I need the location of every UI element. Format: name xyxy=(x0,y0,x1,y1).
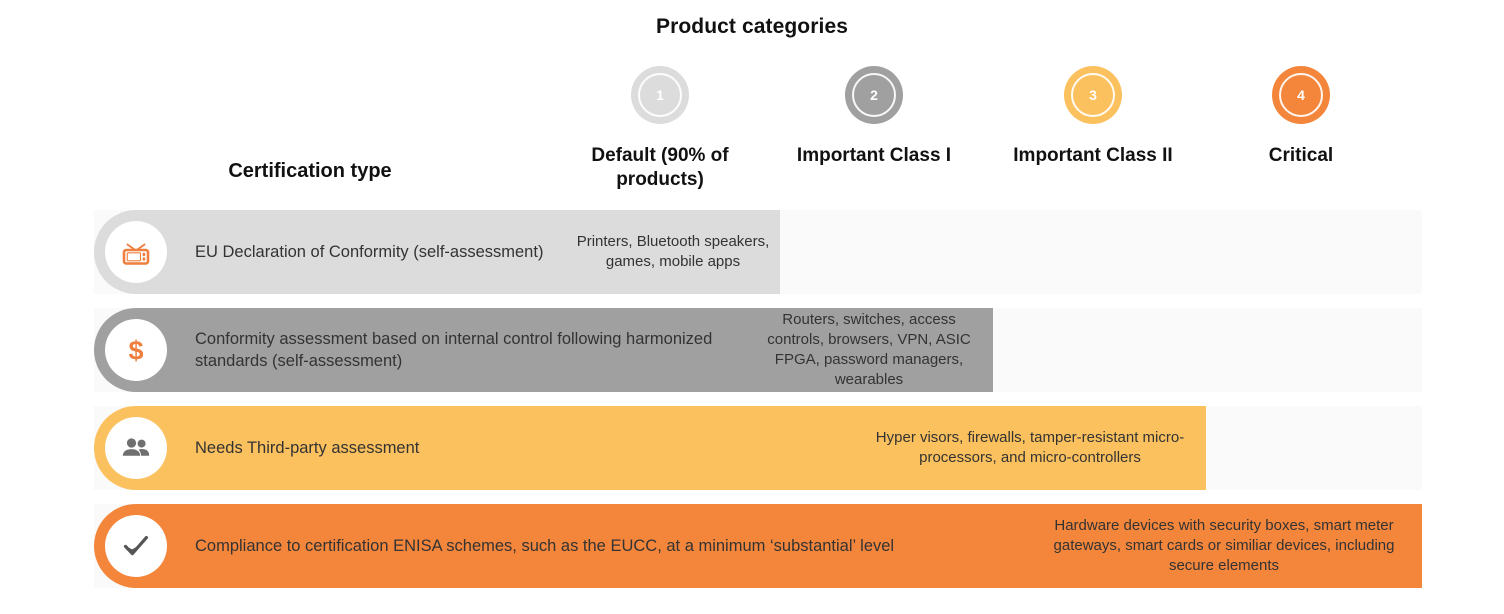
category-header-1: 1 Default (90% of products) xyxy=(555,66,765,193)
category-badge-ring-3: 3 xyxy=(1071,73,1115,117)
people-icon xyxy=(105,417,167,479)
category-badge-ring-4: 4 xyxy=(1279,73,1323,117)
product-cell: Routers, switches, access controls, brow… xyxy=(767,310,971,389)
row-fill xyxy=(94,308,993,392)
row-fill xyxy=(94,210,780,294)
product-cell: Hardware devices with security boxes, sm… xyxy=(1053,516,1395,575)
product-cell: Hyper visors, firewalls, tamper-resistan… xyxy=(875,428,1185,466)
category-badge-ring-2: 2 xyxy=(852,73,896,117)
certification-type-text: EU Declaration of Conformity (self-asses… xyxy=(195,242,544,261)
certification-type-text: Needs Third-party assessment xyxy=(195,438,420,457)
category-number-1: 1 xyxy=(656,87,664,103)
certification-pill: Compliance to certification ENISA scheme… xyxy=(94,504,1422,588)
row-fill xyxy=(94,406,1206,490)
television-icon xyxy=(105,221,167,283)
category-label-2: Important Class I xyxy=(796,145,952,166)
category-badge-1: 1 xyxy=(631,66,689,124)
category-badge-2: 2 xyxy=(845,66,903,124)
product-cell: Printers, Bluetooth speakers, games, mob… xyxy=(576,232,770,270)
row-fill xyxy=(94,504,1422,588)
table-row: Compliance to certification ENISA scheme… xyxy=(94,504,1422,588)
category-number-3: 3 xyxy=(1089,87,1097,103)
category-badge-4: 4 xyxy=(1272,66,1330,124)
svg-text:$: $ xyxy=(128,336,143,366)
category-header-2: 2 Important Class I xyxy=(769,66,979,168)
category-number-4: 4 xyxy=(1297,87,1305,103)
page-title: Product categories xyxy=(655,15,849,38)
category-label-4: Critical xyxy=(1268,145,1334,166)
certification-pill: EU Declaration of Conformity (self-asses… xyxy=(94,210,780,294)
category-header-3: 3 Important Class II xyxy=(988,66,1198,168)
dollar-sign-icon: $ xyxy=(105,319,167,381)
category-badge-ring-1: 1 xyxy=(638,73,682,117)
table-row: $ Conformity assessment based on interna… xyxy=(94,308,1422,392)
table-row: Needs Third-party assessment Hyper visor… xyxy=(94,406,1422,490)
category-badge-3: 3 xyxy=(1064,66,1122,124)
certification-pill: $ Conformity assessment based on interna… xyxy=(94,308,993,392)
checkmark-icon xyxy=(105,515,167,577)
certification-type-header: Certification type xyxy=(228,160,392,182)
table-row: EU Declaration of Conformity (self-asses… xyxy=(94,210,1422,294)
category-header-4: 4 Critical xyxy=(1196,66,1406,168)
certification-pill: Needs Third-party assessment xyxy=(94,406,1206,490)
category-label-3: Important Class II xyxy=(1013,145,1173,166)
category-label-1: Default (90% of products) xyxy=(591,145,729,191)
certification-type-text: Conformity assessment based on internal … xyxy=(195,329,713,370)
category-number-2: 2 xyxy=(870,87,878,103)
certification-type-text: Compliance to certification ENISA scheme… xyxy=(195,536,895,555)
